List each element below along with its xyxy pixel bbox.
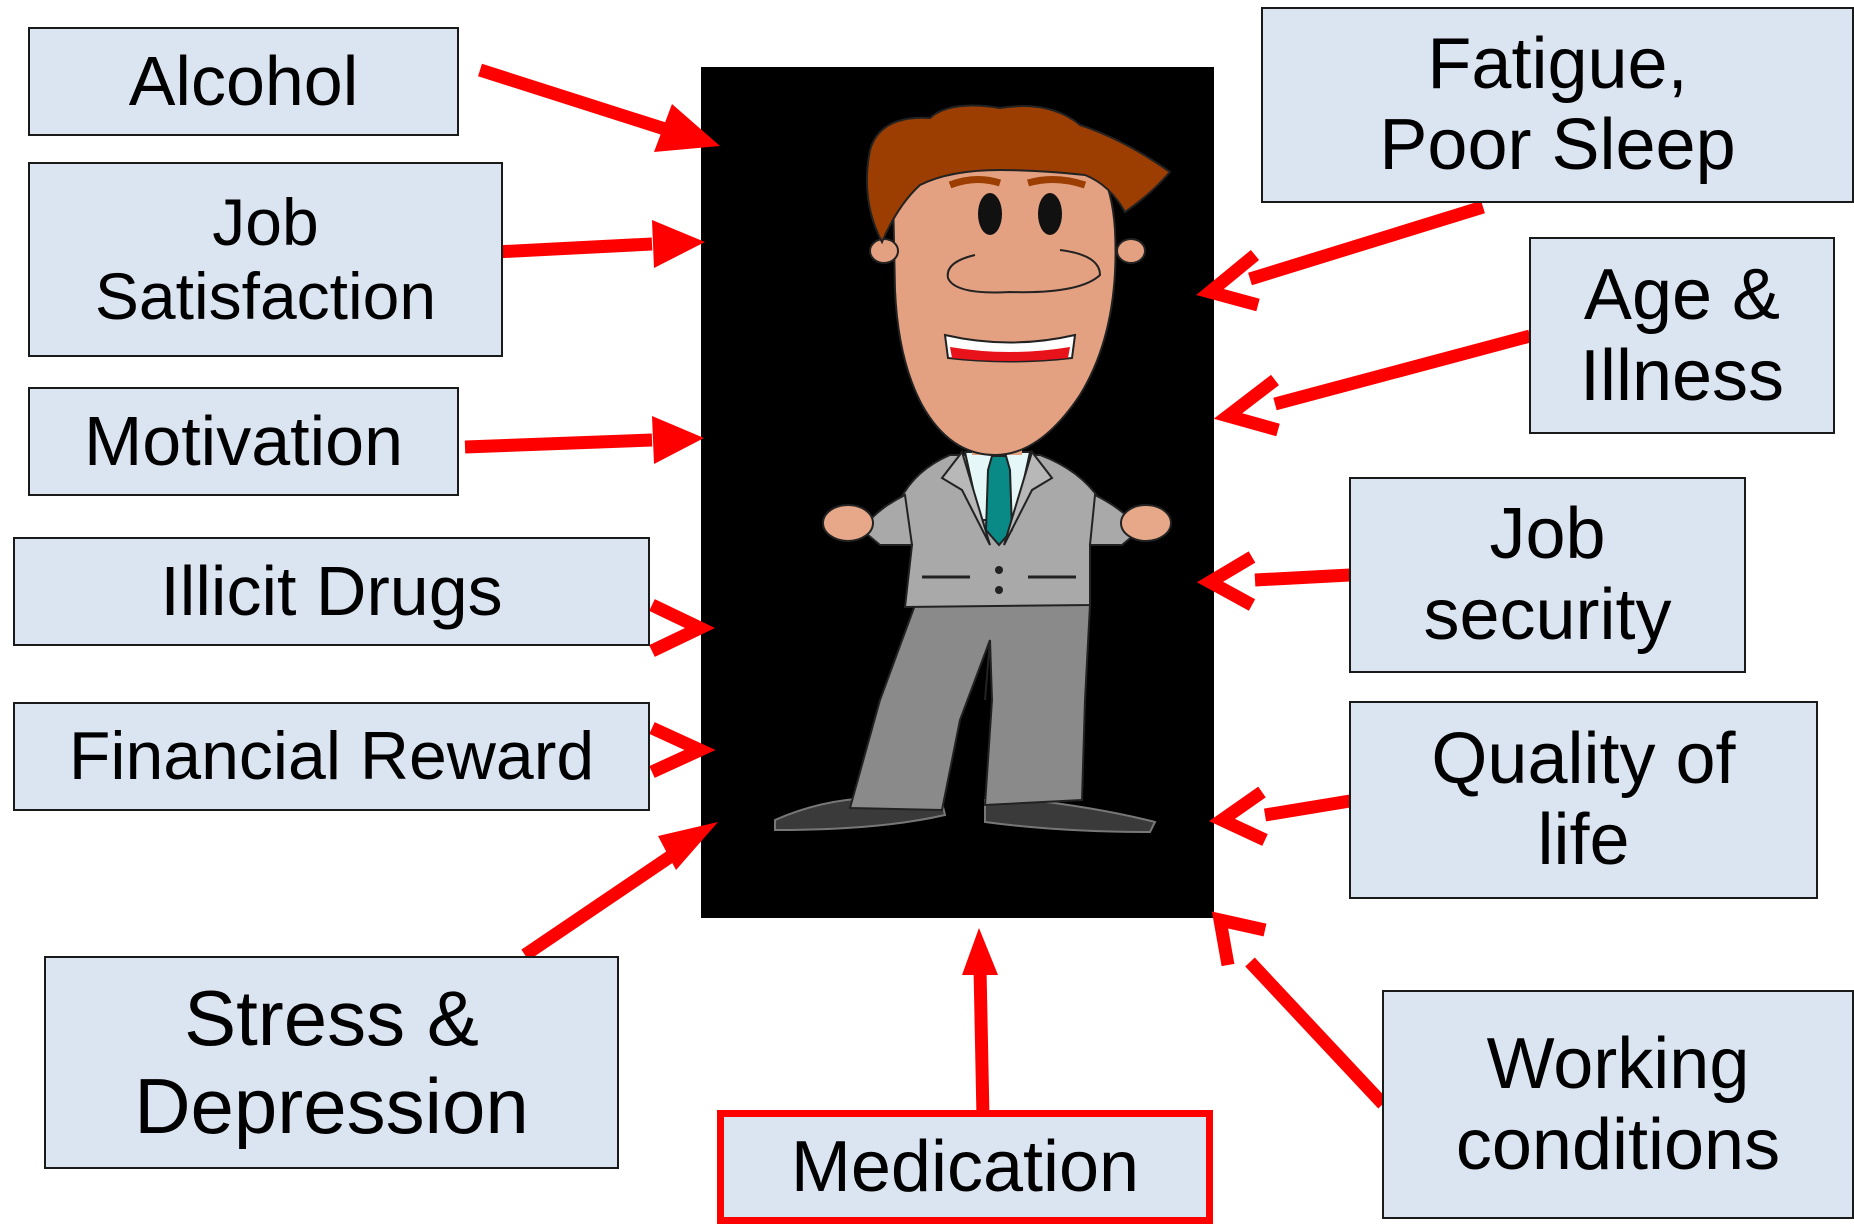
arrow-medication	[973, 967, 990, 1119]
factor-illicit-drugs: Illicit Drugs	[13, 537, 650, 646]
factor-financial-reward: Financial Reward	[13, 702, 650, 811]
arrow-job-security	[1254, 568, 1351, 587]
arrow-age-illness	[1273, 329, 1532, 411]
cartoon-businessman-icon	[774, 104, 1172, 834]
factor-working-conditions: Working conditions	[1382, 990, 1854, 1219]
arrow-fatigue-poor-sleep	[1248, 200, 1485, 286]
factor-fatigue-poor-sleep: Fatigue, Poor Sleep	[1261, 7, 1854, 203]
factor-motivation: Motivation	[28, 387, 459, 496]
factor-stress-depression: Stress & Depression	[44, 956, 619, 1169]
arrow-stress-depression	[521, 844, 684, 961]
factor-age-illness: Age & Illness	[1529, 237, 1835, 434]
arrow-quality-of-life	[1263, 794, 1352, 822]
influence-arrows	[464, 63, 1532, 1119]
arrow-financial-reward	[649, 722, 716, 778]
factor-alcohol: Alcohol	[28, 27, 459, 136]
arrow-job-satisfaction	[494, 237, 653, 259]
factor-job-security: Job security	[1349, 477, 1746, 673]
arrow-illicit-drugs	[649, 599, 716, 657]
arrow-alcohol	[478, 63, 670, 137]
arrow-motivation	[464, 433, 653, 454]
factor-medication: Medication	[717, 1110, 1213, 1224]
arrow-working-conditions	[1245, 957, 1388, 1109]
factor-job-satisfaction: Job Satisfaction	[28, 162, 503, 357]
factor-quality-of-life: Quality of life	[1349, 701, 1818, 899]
